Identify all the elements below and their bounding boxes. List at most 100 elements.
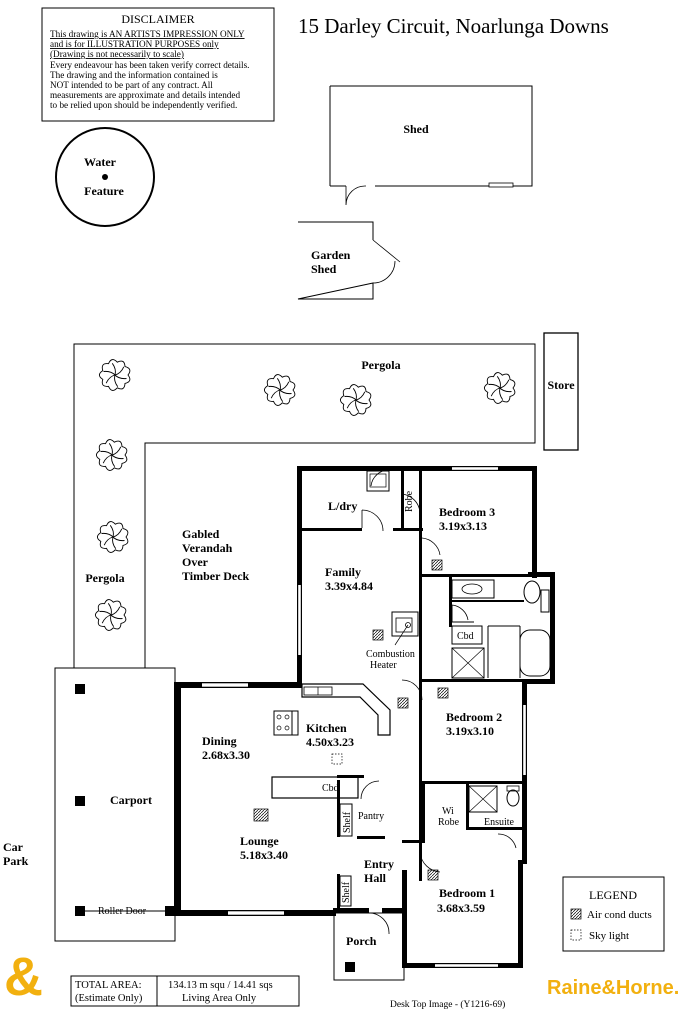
garden-shed: Garden Shed: [297, 221, 401, 300]
porch-post: [345, 962, 355, 972]
water-feature-label: Feature: [84, 184, 124, 198]
car-park-label: Park: [3, 854, 29, 868]
disclaimer-line: The drawing and the information containe…: [50, 70, 218, 80]
water-feature-label: Water: [84, 155, 117, 169]
disclaimer-line: to be relied upon should be independentl…: [50, 100, 237, 110]
house-walls: [174, 466, 555, 968]
legend-item: Air cond ducts: [587, 909, 652, 921]
dining-dims: 2.68x3.30: [202, 748, 250, 762]
air-cond-duct-icon: [437, 687, 449, 699]
pantry-label: Pantry: [358, 811, 384, 822]
tree-icon: [95, 439, 128, 471]
kitchen-cupboard-label: Cbd: [322, 783, 339, 794]
shower-icon: [451, 647, 485, 679]
shed-label: Shed: [403, 122, 429, 136]
ensuite-shower-icon: [468, 785, 498, 813]
sky-light-icon: [331, 753, 343, 765]
bath-cupboard-label: Cbd: [457, 631, 474, 642]
property-title: 15 Darley Circuit, Noarlunga Downs: [298, 14, 609, 38]
sky-light-icon: [570, 929, 582, 941]
brand-logo: Raine&Horne.: [547, 977, 679, 999]
pergola-left-label: Pergola: [85, 571, 124, 585]
legend-item: Sky light: [589, 930, 629, 942]
disclaimer-line: NOT intended to be part of any contract.…: [50, 80, 213, 90]
roller-door-label: Roller Door: [98, 906, 147, 917]
entry-hall-label: Entry: [364, 857, 394, 871]
family-name: Family: [325, 565, 361, 579]
carport-post: [75, 796, 85, 806]
air-cond-duct-icon: [397, 697, 409, 709]
air-cond-duct-icon: [372, 629, 384, 641]
tree-icon: [96, 521, 129, 553]
laundry-trough: [366, 470, 390, 492]
laundry-label: L/dry: [328, 499, 357, 513]
combustion-heater-label: Combustion: [366, 649, 415, 660]
legend: LEGEND Air cond ducts Sky light: [562, 876, 665, 952]
shelf-label: Shelf: [341, 881, 352, 903]
ensuite-label: Ensuite: [484, 817, 515, 828]
combustion-heater-icon: [391, 611, 419, 637]
tree-icon-group: [94, 359, 516, 631]
garden-shed-label: Shed: [311, 262, 337, 276]
tree-icon: [263, 374, 296, 406]
brand-logo-mark: &: [4, 947, 43, 1007]
tree-icon: [339, 384, 372, 416]
area-note: Living Area Only: [182, 993, 257, 1004]
area-sub-label: (Estimate Only): [75, 993, 143, 1004]
air-cond-duct-icon: [253, 808, 269, 822]
bedroom2-dims: 3.19x3.10: [446, 724, 494, 738]
bathtub-icon: [519, 629, 551, 677]
car-park-label: Car: [3, 840, 24, 854]
dining-name: Dining: [202, 734, 237, 748]
disclaimer-box: DISCLAIMER This drawing is AN ARTISTS IM…: [41, 7, 275, 122]
vanity: [451, 579, 495, 599]
water-feature: Water Feature: [55, 127, 155, 227]
bedroom2-name: Bedroom 2: [446, 710, 502, 724]
door-swings: [360, 469, 517, 935]
toilet-icon: [540, 589, 550, 613]
porch: [333, 912, 405, 981]
entry-hall-label: Hall: [364, 871, 387, 885]
disclaimer-line: Every endeavour has been taken verify co…: [50, 60, 249, 70]
tree-icon: [94, 599, 127, 631]
toilet-icon: [506, 789, 520, 807]
disclaimer-line: This drawing is AN ARTISTS IMPRESSION ON…: [50, 29, 245, 39]
bedroom1-name: Bedroom 1: [439, 886, 495, 900]
legend-title: LEGEND: [589, 888, 637, 902]
shed: Shed: [329, 85, 533, 206]
air-cond-duct-icon: [427, 869, 439, 881]
carport-post: [165, 906, 175, 916]
verandah-label: Verandah: [182, 541, 233, 555]
disclaimer-line: and is for ILLUSTRATION PURPOSES only: [50, 39, 219, 49]
wi-robe-label: Wi: [442, 806, 454, 817]
pergola-top-label: Pergola: [361, 358, 400, 372]
kitchen-name: Kitchen: [306, 721, 347, 735]
porch-label: Porch: [346, 934, 377, 948]
air-cond-duct-icon: [431, 559, 443, 571]
carport-post: [75, 906, 85, 916]
disclaimer-line: measurements are approximate and details…: [50, 90, 240, 100]
carport-post: [75, 684, 85, 694]
tree-icon: [98, 359, 131, 391]
store-label: Store: [547, 378, 575, 392]
total-area-box: TOTAL AREA: (Estimate Only) 134.13 m squ…: [70, 975, 300, 1007]
combustion-heater-label: Heater: [370, 660, 397, 671]
disclaimer-heading: DISCLAIMER: [121, 12, 194, 26]
store: [543, 332, 579, 451]
carport-label: Carport: [110, 793, 152, 807]
area-label: TOTAL AREA:: [75, 980, 142, 991]
wi-robe-label: Robe: [438, 817, 460, 828]
kitchen-bench: [301, 683, 391, 736]
bedroom3-dims: 3.19x3.13: [439, 519, 487, 533]
lounge-name: Lounge: [240, 834, 279, 848]
bedroom3-name: Bedroom 3: [439, 505, 495, 519]
verandah-label: Over: [182, 555, 209, 569]
bedroom1-dims: 3.68x3.59: [437, 901, 485, 915]
family-dims: 3.39x4.84: [325, 579, 373, 593]
robe-label: Robe: [404, 490, 415, 512]
air-cond-duct-icon: [570, 908, 582, 920]
area-value: 134.13 m squ / 14.41 sqs: [168, 980, 273, 991]
verandah-label: Timber Deck: [182, 569, 250, 583]
lounge-dims: 5.18x3.40: [240, 848, 288, 862]
